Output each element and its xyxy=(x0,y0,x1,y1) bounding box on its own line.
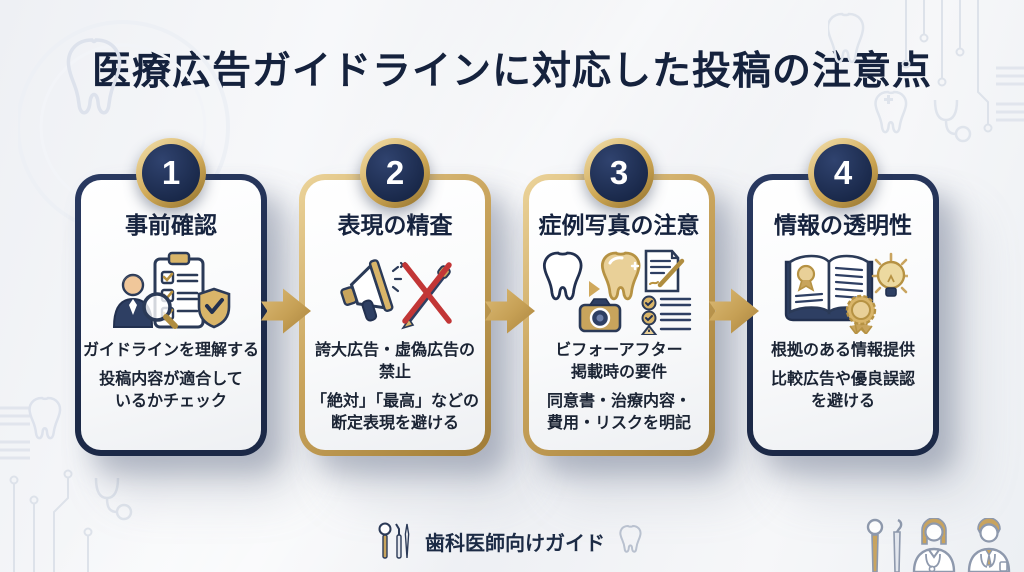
step-text: 投稿内容が適合して いるかチェック xyxy=(99,370,243,410)
megaphone-pen-crossed-icon xyxy=(335,248,455,334)
cross-icon xyxy=(884,98,893,101)
tooth-cross-icon xyxy=(874,90,908,134)
tooth-outline-icon xyxy=(619,524,642,553)
step-text: ビフォーアフター 掲載時の要件 xyxy=(555,341,683,381)
step-text: 「絶対」「最高」などの 断定表現を避ける xyxy=(310,392,479,432)
footer-label: 歯科医師向けガイド xyxy=(425,532,605,555)
step-number-badge: 1 xyxy=(136,138,206,208)
step-text: 根拠のある情報提供 xyxy=(770,341,915,359)
step-title: 症例写真の注意 xyxy=(538,212,700,238)
card-frame: 情報の透明性 xyxy=(747,174,939,456)
step-number: 3 xyxy=(590,144,648,202)
ruled-bars-icon xyxy=(0,406,30,460)
step-title: 情報の透明性 xyxy=(774,212,912,238)
step-title: 表現の精査 xyxy=(337,212,453,238)
step-text: 比較広告や優良誤認 を避ける xyxy=(770,370,915,410)
footer: 歯科医師向けガイド xyxy=(0,522,1024,560)
step-number-badge: 2 xyxy=(360,138,430,208)
stethoscope-icon xyxy=(933,99,972,143)
person-checklist-shield-icon xyxy=(111,248,231,334)
step-number: 4 xyxy=(814,144,872,202)
card-frame: 事前確認 xyxy=(75,174,267,456)
step-text: 同意書・治療内容・ 費用・リスクを明記 xyxy=(546,392,691,432)
step-number: 1 xyxy=(142,144,200,202)
page-title: 医療広告ガイドラインに対応した投稿の注意点 xyxy=(91,50,932,93)
step-title: 事前確認 xyxy=(125,212,217,238)
book-medal-lightbulb-icon xyxy=(778,248,908,334)
dental-tools-icon xyxy=(378,522,410,559)
step-number-badge: 4 xyxy=(808,138,878,208)
step-card-4: 4 情報の透明性 xyxy=(747,138,939,456)
step-text: 誇大広告・虚偽広告の 禁止 xyxy=(314,341,475,381)
step-text: ガイドラインを理解する xyxy=(82,341,259,359)
cross-icon xyxy=(887,95,890,104)
card-frame: 表現の精査 xyxy=(299,174,491,456)
tooth-outline-icon xyxy=(28,396,62,440)
step-number-badge: 3 xyxy=(584,138,654,208)
step-card-1: 1 事前確認 xyxy=(75,138,267,456)
step-card-3: 3 症例写真の注意 xyxy=(523,138,715,456)
before-after-teeth-camera-consent-icon xyxy=(542,248,696,335)
step-card-2: 2 表現の精査 xyxy=(299,138,491,456)
step-number: 2 xyxy=(366,144,424,202)
stethoscope-icon xyxy=(94,477,133,521)
card-frame: 症例写真の注意 xyxy=(523,174,715,456)
